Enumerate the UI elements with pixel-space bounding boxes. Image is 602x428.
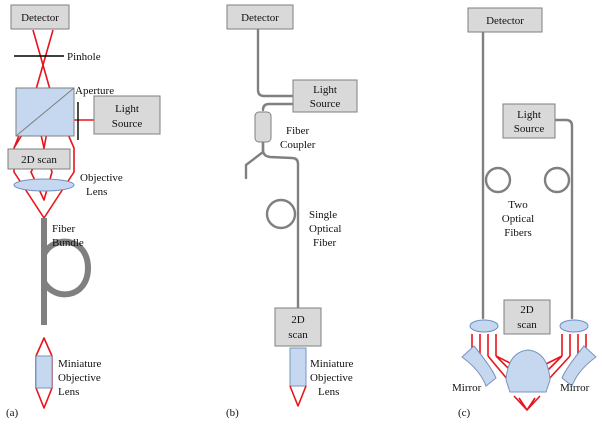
panel-b-fiber-coupler bbox=[254, 111, 272, 143]
svg-text:2D: 2D bbox=[520, 304, 534, 316]
svg-text:Two: Two bbox=[508, 199, 528, 211]
svg-text:Objective: Objective bbox=[58, 372, 101, 384]
svg-text:scan: scan bbox=[288, 329, 308, 341]
svg-text:Fiber: Fiber bbox=[52, 223, 76, 235]
panel-c-objective-dome bbox=[505, 349, 551, 393]
panel-a-fiber-bundle bbox=[41, 218, 92, 325]
panel-b-detector-box bbox=[226, 4, 294, 30]
svg-text:Optical: Optical bbox=[309, 223, 341, 235]
svg-text:Objective: Objective bbox=[310, 372, 353, 384]
svg-text:2D: 2D bbox=[291, 314, 305, 326]
svg-text:scan: scan bbox=[517, 319, 537, 331]
panel-b: Detector Light Source Fiber Coupler Sing… bbox=[226, 4, 358, 419]
panel-c-left-collimator-lens bbox=[469, 319, 499, 333]
svg-text:Lens: Lens bbox=[318, 386, 339, 398]
panel-c-right-collimator-lens bbox=[559, 319, 589, 333]
svg-text:Miniature: Miniature bbox=[58, 358, 101, 370]
panel-a-pinhole-label: Pinhole bbox=[67, 51, 101, 63]
panel-c-detector-box bbox=[467, 7, 543, 33]
panel-c-2d-scan-box bbox=[503, 299, 551, 335]
panel-b-light-source-box bbox=[292, 79, 358, 113]
svg-text:Objective: Objective bbox=[80, 172, 123, 184]
panel-c-fibers bbox=[481, 27, 574, 320]
svg-text:Optical: Optical bbox=[502, 213, 534, 225]
svg-text:Light: Light bbox=[313, 84, 337, 96]
panel-c-mirror-right-label: Mirror bbox=[560, 382, 590, 394]
svg-text:Detector: Detector bbox=[241, 12, 279, 24]
panel-a-miniature-lens bbox=[35, 355, 53, 389]
panel-a-detector-label: Detector bbox=[21, 12, 59, 24]
svg-text:Source: Source bbox=[514, 123, 545, 135]
panel-c-right-mirror bbox=[561, 345, 597, 387]
svg-text:Light: Light bbox=[115, 103, 139, 115]
svg-text:Fibers: Fibers bbox=[504, 227, 532, 239]
panel-b-fibers bbox=[244, 27, 300, 310]
panel-c-mirror-left-label: Mirror bbox=[452, 382, 482, 394]
svg-text:Fiber: Fiber bbox=[313, 237, 337, 249]
svg-text:Fiber: Fiber bbox=[286, 125, 310, 137]
svg-text:2D scan: 2D scan bbox=[21, 154, 57, 166]
panel-a-caption: (a) bbox=[6, 407, 19, 419]
svg-text:Light: Light bbox=[517, 109, 541, 121]
svg-text:Lens: Lens bbox=[86, 186, 107, 198]
panel-a: Detector Pinhole Aperture Light Source 2… bbox=[6, 4, 161, 419]
panel-c: Detector Light Source Two Optical Fibers… bbox=[452, 7, 597, 419]
panel-b-caption: (b) bbox=[226, 407, 239, 419]
svg-text:Miniature: Miniature bbox=[310, 358, 353, 370]
svg-text:Source: Source bbox=[310, 98, 341, 110]
panel-b-miniature-lens bbox=[289, 347, 307, 387]
panel-c-left-mirror bbox=[461, 345, 497, 387]
panel-a-light-source-box bbox=[93, 95, 161, 135]
panel-a-aperture-label: Aperture bbox=[75, 85, 114, 97]
svg-text:Lens: Lens bbox=[58, 386, 79, 398]
panel-a-objective-lens bbox=[13, 178, 75, 192]
panel-b-focus-rays bbox=[289, 385, 307, 407]
panel-b-2d-scan-box bbox=[274, 307, 322, 347]
svg-text:Bundle: Bundle bbox=[52, 237, 84, 249]
svg-text:Single: Single bbox=[309, 209, 337, 221]
svg-text:Coupler: Coupler bbox=[280, 139, 316, 151]
panel-c-caption: (c) bbox=[458, 407, 471, 419]
svg-text:Detector: Detector bbox=[486, 15, 524, 27]
svg-text:Source: Source bbox=[112, 118, 143, 130]
panel-a-detector-box bbox=[10, 4, 70, 30]
panel-a-2d-scan-box bbox=[7, 148, 71, 170]
panel-c-light-source-box bbox=[502, 103, 556, 139]
